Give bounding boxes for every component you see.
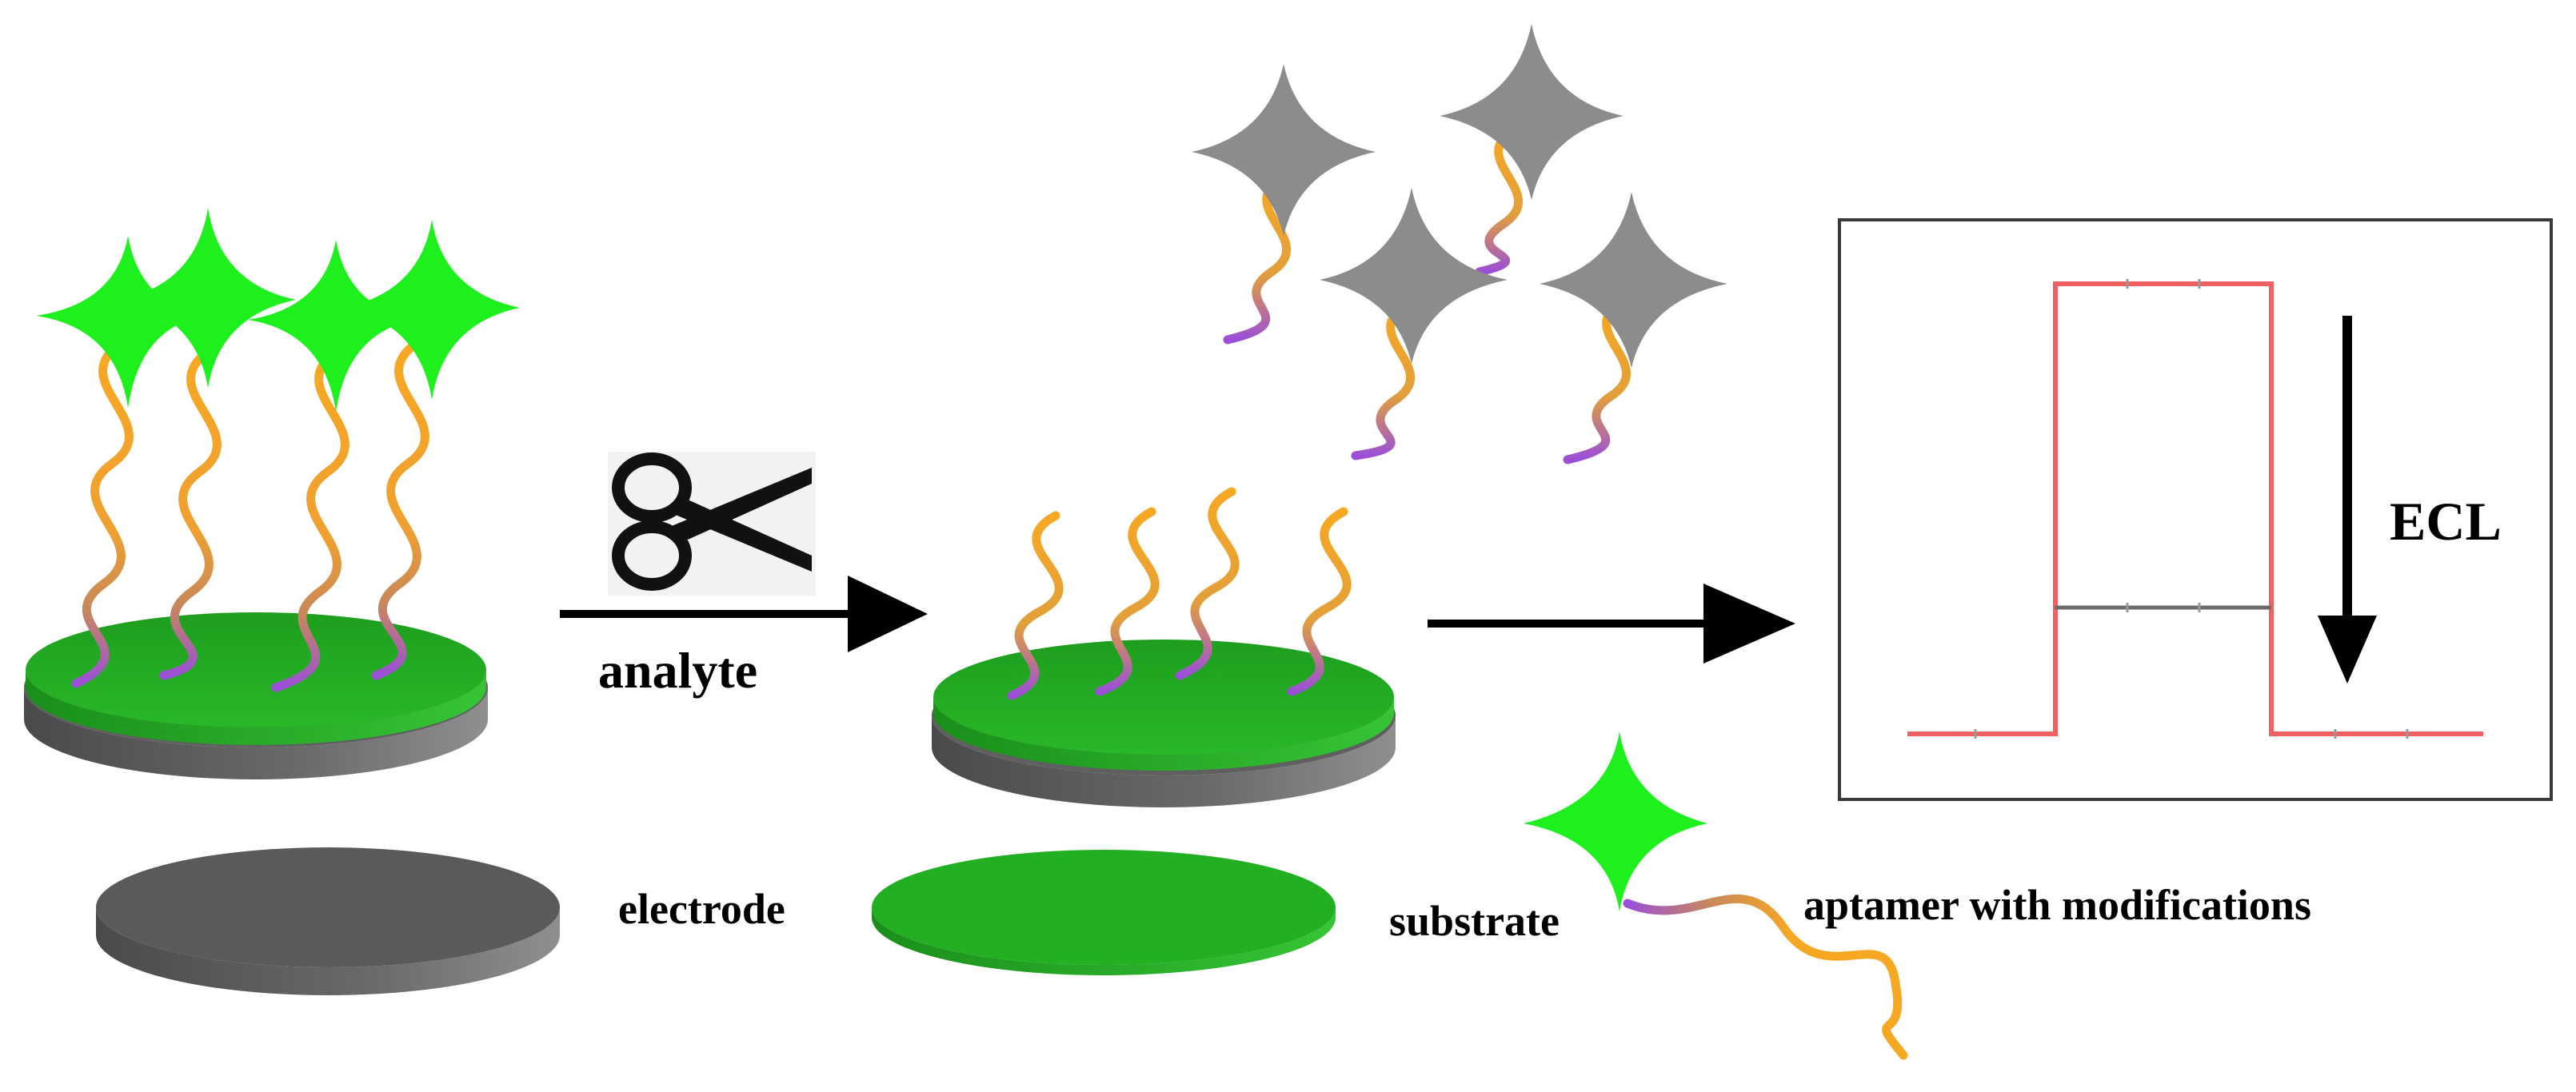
legend-aptamer-icon [1524, 731, 1908, 1060]
ecl-emitter-stars [36, 208, 520, 412]
aptamer-strand [1223, 171, 1292, 345]
arrow-cleave [560, 576, 928, 652]
four-point-star-icon [248, 240, 416, 412]
four-point-star-icon [1440, 24, 1623, 200]
tick-marks [1974, 279, 2409, 739]
aptamer-strand [71, 339, 134, 688]
aptamer-strand [1287, 507, 1352, 696]
signal-decrease-arrow [2318, 316, 2377, 683]
aptamer-strand [159, 347, 222, 680]
scissors-icon [608, 452, 816, 596]
cleaved-aptamer-strands [1007, 487, 1352, 700]
stage-2-sensor-after [932, 487, 1396, 807]
arrow-to-signal [1428, 584, 1795, 664]
four-point-star-icon [1524, 731, 1707, 911]
cleavage-step: analyte [560, 452, 928, 699]
four-point-star-icon [1540, 192, 1727, 368]
aptamer-strand [1563, 295, 1631, 464]
four-point-star-icon [36, 236, 204, 408]
four-point-star-icon [1320, 188, 1508, 364]
stage-1-sensor-before [24, 208, 520, 779]
aptamer-strand [1007, 511, 1064, 700]
substrate-layer-1 [26, 612, 486, 745]
analyte-label: analyte [598, 642, 757, 699]
aptamer-strand [1095, 507, 1160, 696]
released-fragments [1192, 24, 1727, 464]
aptamer-strand [271, 347, 349, 692]
legend-electrode-icon [96, 847, 560, 995]
legend-aptamer-label: aptamer with modifications [1803, 881, 2311, 929]
legend: electrode substrate aptamer with modific… [96, 731, 2311, 1060]
aptamer-strand [1175, 487, 1240, 680]
signal-trace-high [1907, 281, 2483, 736]
ecl-label: ECL [2390, 491, 2502, 552]
ecl-signal-panel: ECL [1838, 218, 2553, 801]
aptamer-strand [1475, 123, 1524, 277]
aptamer-strand [371, 339, 429, 680]
four-point-star-icon [120, 208, 296, 388]
plot-frame [1838, 218, 2553, 801]
legend-substrate-label: substrate [1389, 897, 1560, 945]
legend-electrode-label: electrode [618, 885, 785, 933]
aptamer-strands-1 [71, 339, 429, 692]
four-point-star-icon [344, 220, 520, 400]
substrate-layer-2 [933, 640, 1394, 771]
legend-substrate-icon [872, 850, 1336, 975]
four-point-star-icon [1192, 64, 1376, 236]
aptamer-strand [1623, 894, 1908, 1060]
aptamer-strand [1351, 299, 1416, 460]
